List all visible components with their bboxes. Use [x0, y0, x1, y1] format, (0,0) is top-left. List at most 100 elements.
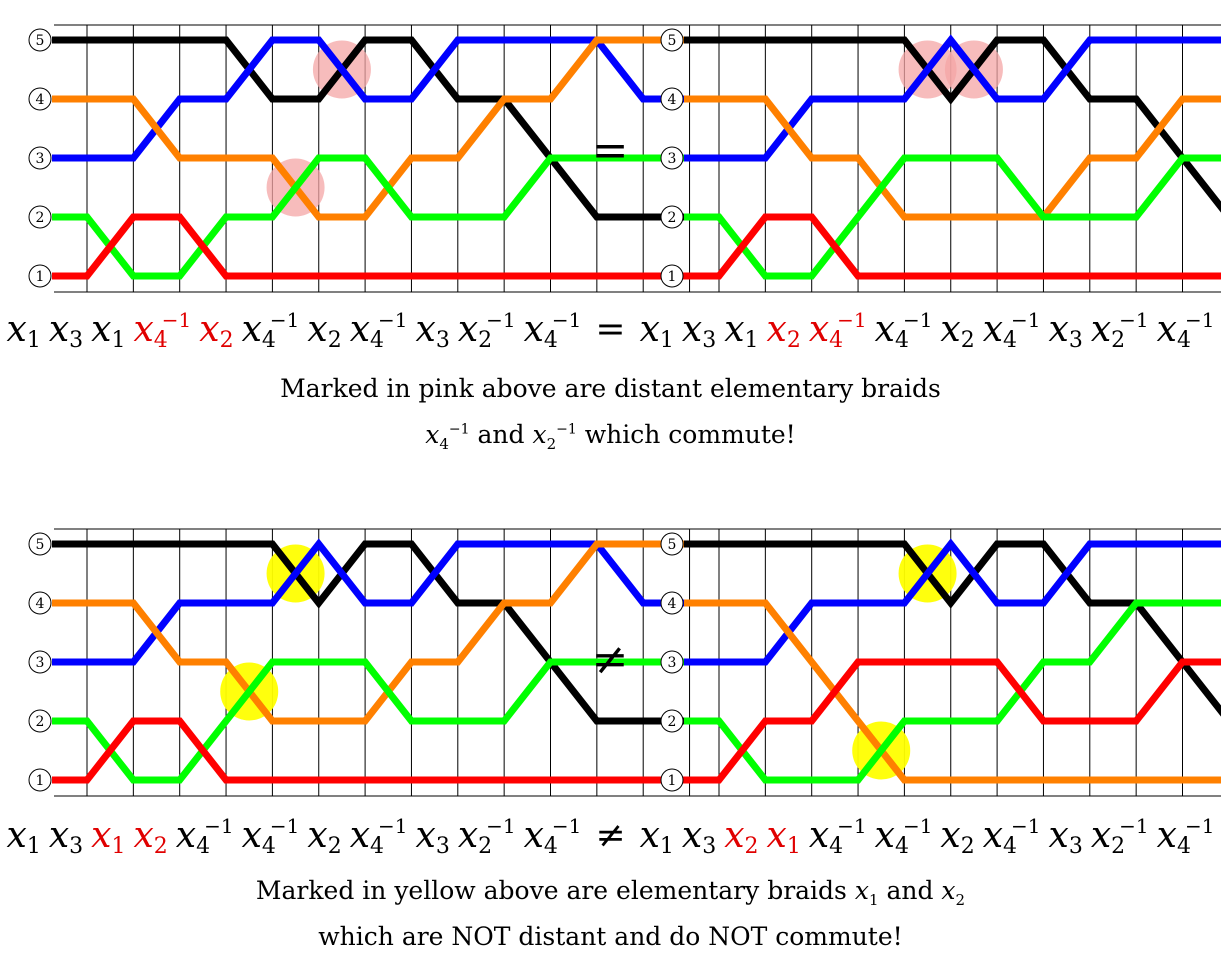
eq-bottom-right-term-8: x3 — [1048, 815, 1083, 859]
eq-top-left-term-0: x1 — [6, 309, 41, 353]
eq-bottom-left-term-1: x3 — [48, 815, 84, 859]
eq-top-right-term-4: x4−1 — [808, 308, 867, 353]
strand-label-circle — [28, 146, 52, 170]
strand-label-4: 4 — [36, 92, 45, 108]
strand-red — [684, 213, 1221, 280]
strand-label-3: 3 — [36, 655, 45, 671]
eq-top-left-term-9: x2−1 — [457, 308, 516, 353]
strand-label-circle — [660, 650, 684, 674]
strand-label-circle — [660, 87, 684, 111]
eq-top-left-term-1: x3 — [48, 309, 84, 353]
strand-black — [52, 540, 704, 725]
eq-bottom-relation: ≠ — [595, 815, 626, 856]
eq-top-left-term-8: x3 — [415, 309, 450, 353]
caption-bottom-math-1: x1 — [854, 876, 879, 909]
strand-label-5: 5 — [36, 33, 45, 49]
eq-bottom-right-term-6: x2 — [940, 815, 975, 859]
strand-label-circle — [660, 28, 684, 52]
strand-orange — [684, 599, 1221, 784]
strand-red — [684, 658, 1221, 784]
eq-bottom-left-term-7: x4−1 — [349, 814, 408, 859]
strand-label-circle — [28, 532, 52, 556]
caption-bottom-line2: which are NOT distant and do NOT commute… — [318, 922, 903, 951]
caption-top-math-1: x4−1 — [425, 420, 470, 453]
strand-label-5: 5 — [668, 537, 677, 553]
strand-orange — [684, 95, 1221, 221]
strand-label-1: 1 — [668, 773, 677, 789]
eq-bottom-left-term-2: x1 — [91, 815, 126, 859]
eq-top-right-term-10: x4−1 — [1156, 308, 1215, 353]
eq-bottom-left-term-10: x4−1 — [523, 814, 582, 859]
strand-label-circle — [28, 591, 52, 615]
strand-label-circle — [28, 205, 52, 229]
strand-label-circle — [28, 87, 52, 111]
eq-bottom-right-term-0: x1 — [639, 815, 674, 859]
eq-bottom-left-term-8: x3 — [415, 815, 450, 859]
strand-label-circle — [28, 264, 52, 288]
strand-label-circle — [660, 205, 684, 229]
strand-orange — [52, 540, 704, 725]
eq-bottom-left-term-5: x4−1 — [241, 814, 300, 859]
strand-label-circle — [28, 709, 52, 733]
eq-top-right-term-5: x4−1 — [874, 308, 933, 353]
eq-bottom-right-term-2: x2 — [724, 815, 759, 859]
eq-bottom-left-term-9: x2−1 — [457, 814, 516, 859]
caption-top-line1: Marked in pink above are distant element… — [280, 374, 941, 403]
eq-top-right-term-0: x1 — [639, 309, 674, 353]
caption-bottom-head: Marked in yellow above are elementary br… — [255, 876, 847, 905]
strand-black — [52, 36, 704, 221]
strand-label-1: 1 — [36, 269, 45, 285]
eq-top-right-term-3: x2 — [766, 309, 801, 353]
eq-top-left-term-3: x4−1 — [133, 308, 192, 353]
panel-relation-bottom: ≠ — [592, 634, 629, 685]
eq-top-left-term-10: x4−1 — [523, 308, 582, 353]
strand-label-1: 1 — [36, 773, 45, 789]
eq-bottom-left-term-3: x2 — [133, 815, 168, 859]
strand-green — [52, 154, 704, 280]
eq-bottom-right-term-4: x4−1 — [808, 814, 867, 859]
eq-top-right-term-7: x4−1 — [982, 308, 1041, 353]
strand-label-circle — [28, 768, 52, 792]
eq-top-right-term-2: x1 — [724, 309, 759, 353]
strand-label-circle — [660, 264, 684, 288]
strand-red — [52, 717, 704, 784]
strand-label-3: 3 — [668, 151, 677, 167]
eq-top-right-term-6: x2 — [940, 309, 975, 353]
strand-label-5: 5 — [36, 537, 45, 553]
eq-bottom-left-term-6: x2 — [307, 815, 342, 859]
caption-bottom-line1: Marked in yellow above are elementary br… — [0, 876, 1221, 909]
caption-top-math-2: x2−1 — [532, 420, 577, 453]
eq-top-left-term-7: x4−1 — [349, 308, 408, 353]
strand-label-3: 3 — [36, 151, 45, 167]
strand-label-circle — [660, 146, 684, 170]
strand-label-2: 2 — [668, 714, 677, 730]
strand-black — [684, 36, 1221, 213]
strand-label-2: 2 — [668, 210, 677, 226]
strand-label-4: 4 — [668, 596, 677, 612]
strand-label-4: 4 — [36, 596, 45, 612]
braid-panel-bottom-left: 1 2 3 4 5 — [28, 528, 704, 797]
caption-top-tail: which commute! — [584, 420, 796, 449]
strand-label-circle — [660, 709, 684, 733]
strand-label-1: 1 — [668, 269, 677, 285]
panel-relation-top: = — [592, 125, 629, 176]
eq-bottom-right-term-10: x4−1 — [1156, 814, 1215, 859]
caption-bottom-and: and — [886, 876, 934, 905]
strand-label-5: 5 — [668, 33, 677, 49]
strand-label-3: 3 — [668, 655, 677, 671]
strand-label-circle — [660, 591, 684, 615]
strand-label-circle — [660, 768, 684, 792]
eq-bottom-right-term-9: x2−1 — [1090, 814, 1149, 859]
eq-top-right-term-1: x3 — [681, 309, 717, 353]
strand-green — [684, 154, 1221, 280]
eq-bottom-right-term-1: x3 — [681, 815, 717, 859]
braid-panel-top-left: 1 2 3 4 5 — [28, 24, 704, 293]
caption-top-line2: x4−1 and x2−1 which commute! — [0, 420, 1221, 453]
eq-top-left-term-4: x2 — [199, 309, 234, 353]
braid-panel-bottom-right: 1 2 3 4 5 — [660, 528, 1221, 797]
eq-top-relation: = — [595, 309, 626, 350]
strand-label-circle — [660, 532, 684, 556]
